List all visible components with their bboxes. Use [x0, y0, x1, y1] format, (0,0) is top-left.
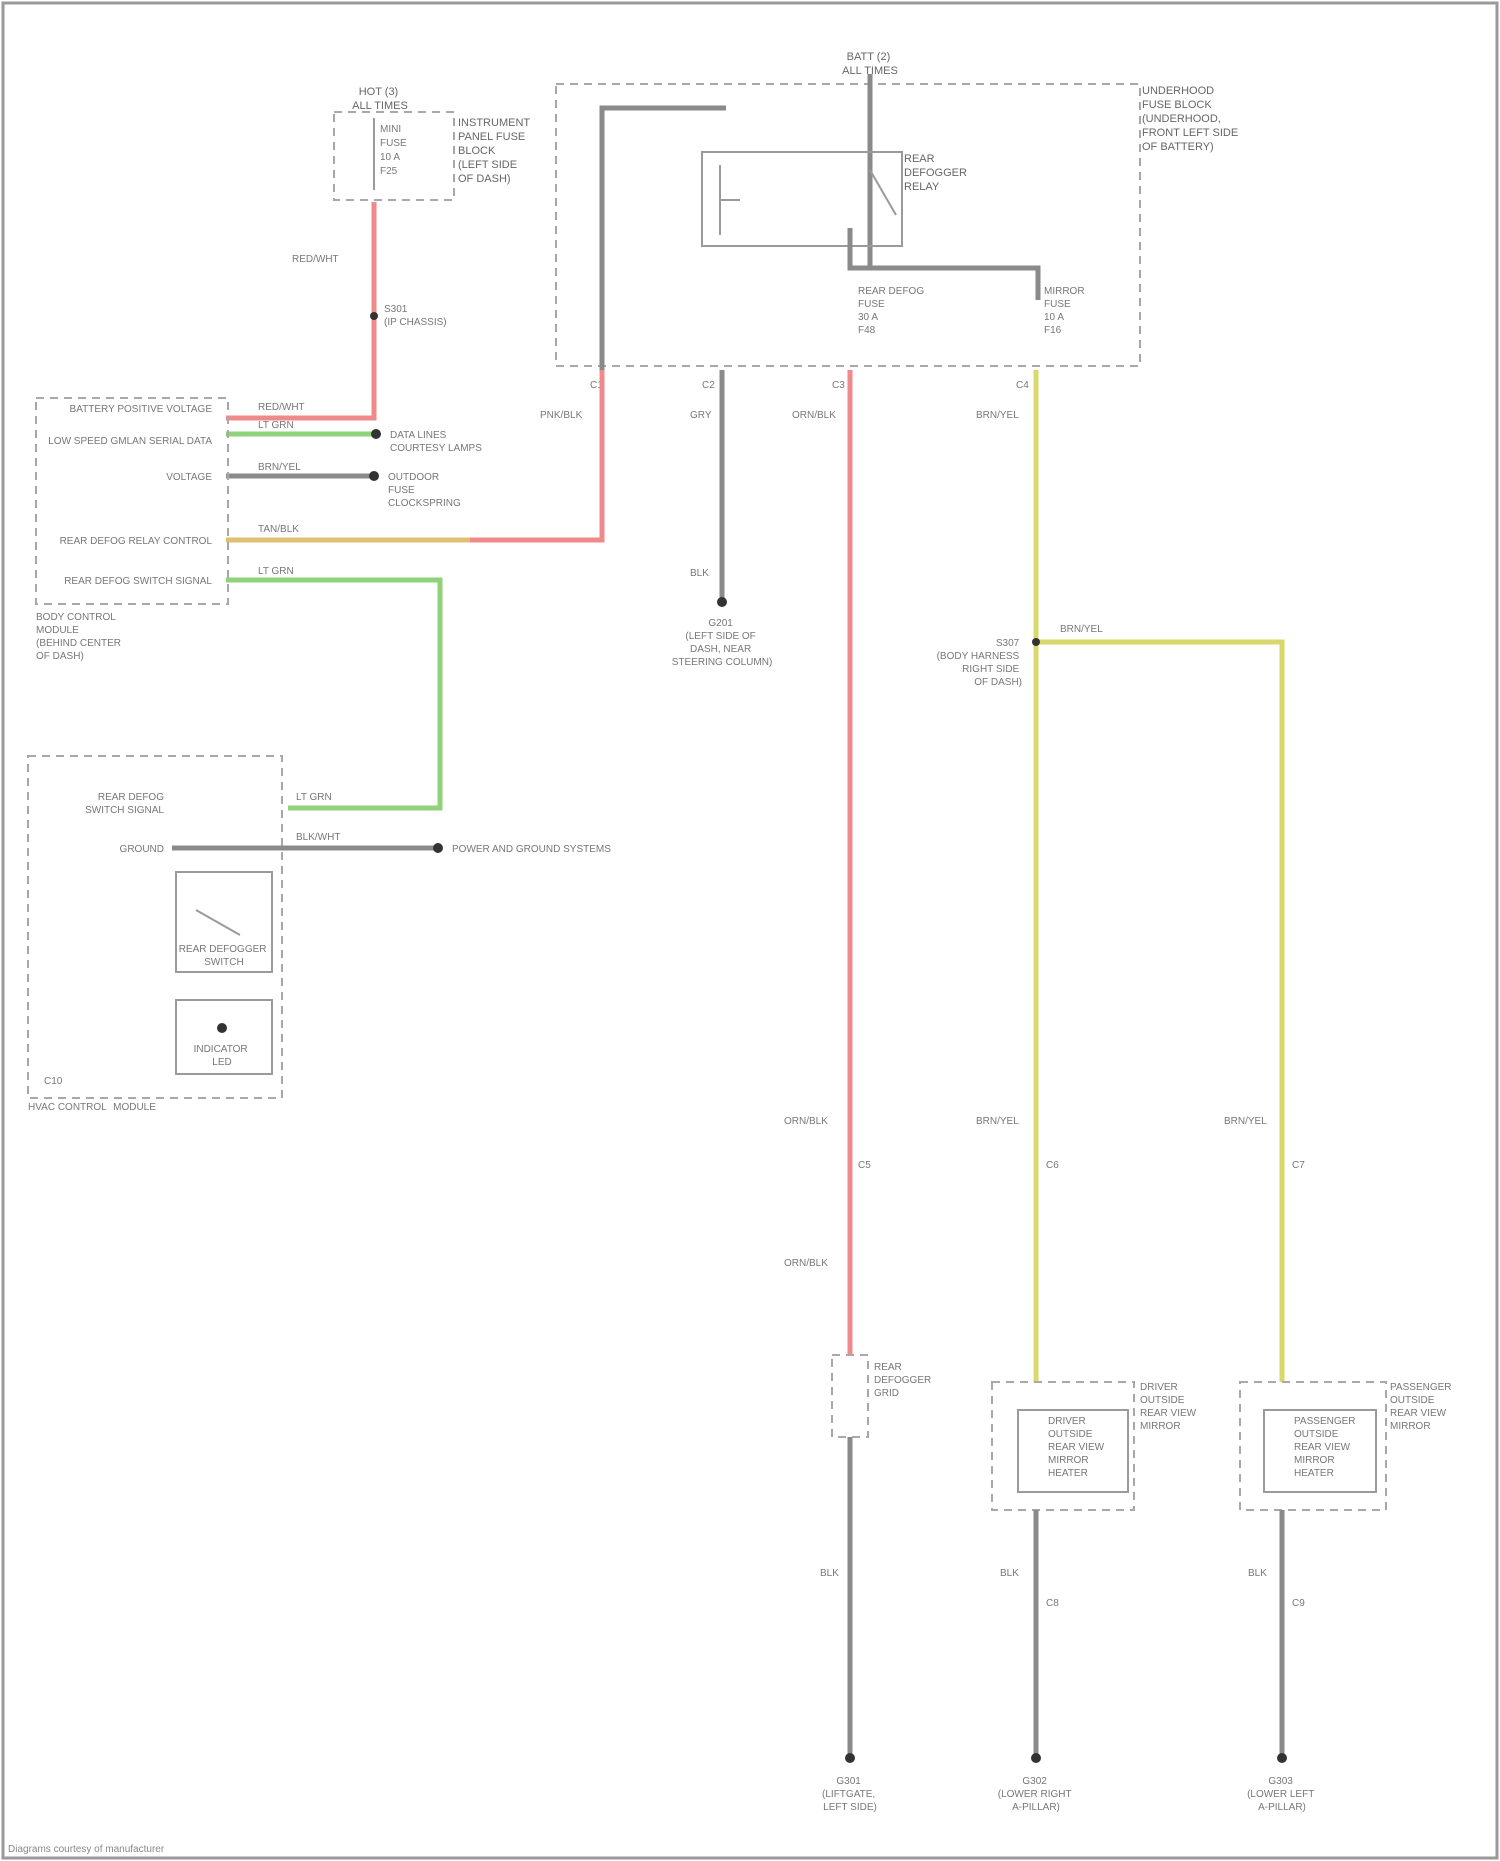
wire-label-blk-g303: BLK: [1248, 1568, 1267, 1579]
bcm-pin-1: BATTERY POSITIVE VOLTAGE: [70, 404, 213, 415]
wire-label-hvac-1: LT GRN: [296, 792, 332, 803]
wire-bcm-switch: [226, 580, 440, 808]
wire-label-bcm-relay: TAN/BLK: [258, 524, 299, 535]
connector-c9: C9: [1292, 1598, 1305, 1609]
wire-label-brn-2: BRN/YEL: [1060, 624, 1103, 635]
bcm-ref-lamps: COURTESY LAMPS: [390, 443, 482, 454]
hvac-pin-1: REAR DEFOG: [98, 792, 164, 803]
bcm-ref-data: DATA LINES: [390, 430, 447, 441]
splice-s307: S307 (BODY HARNESS RIGHT SIDE OF DASH): [937, 638, 1022, 688]
ground-g301: G301 (LIFTGATE, LEFT SIDE): [822, 1776, 878, 1813]
bcm-pin-5: REAR DEFOG SWITCH SIGNAL: [64, 576, 212, 587]
connector-c2: C2: [702, 380, 715, 391]
outdoor-fuse-dot: [369, 471, 379, 481]
hvac-ground-dot: [433, 843, 443, 853]
passenger-heater-label: PASSENGER OUTSIDE REAR VIEW MIRROR HEATE…: [1294, 1416, 1358, 1479]
ground-g201-dot: [717, 597, 727, 607]
splice-s301-dot: [370, 312, 378, 320]
passenger-mirror-label: PASSENGER OUTSIDE REAR VIEW MIRROR: [1390, 1382, 1454, 1432]
connector-c7: C7: [1292, 1160, 1305, 1171]
body-control-module: [36, 398, 228, 604]
indicator-led-icon: [217, 1023, 227, 1033]
bcm-ref-clock: CLOCKSPRING: [388, 498, 461, 509]
switch-contact: [196, 910, 240, 935]
wire-label-blk-g302: BLK: [1000, 1568, 1019, 1579]
bcm-pin-3: VOLTAGE: [166, 472, 212, 483]
wire-label-brn-4: BRN/YEL: [1224, 1116, 1267, 1127]
relay-switch: [870, 170, 896, 215]
diagram-frame: [3, 3, 1497, 1858]
ground-g303: G303 (LOWER LEFT A-PILLAR): [1247, 1776, 1317, 1813]
wire-label-brn-1: BRN/YEL: [976, 410, 1019, 421]
wire-label-hvac-2: BLK/WHT: [296, 832, 340, 843]
rear-defogger-grid: [832, 1355, 868, 1437]
ground-g201: G201 (LEFT SIDE OF DASH, NEAR STEERING C…: [672, 618, 773, 668]
wire-label-bcm-volt: BRN/YEL: [258, 462, 301, 473]
connector-c4: C4: [1016, 380, 1029, 391]
wire-label-bcm-switch: LT GRN: [258, 566, 294, 577]
hvac-pin-3: GROUND: [120, 844, 164, 855]
hvac-ref: POWER AND GROUND SYSTEMS: [452, 844, 611, 855]
ground-g303-dot: [1277, 1753, 1287, 1763]
wire-label-gray-block: PNK/BLK: [540, 410, 583, 421]
ip-fuse-label: INSTRUMENT PANEL FUSE BLOCK (LEFT SIDE O…: [458, 117, 533, 185]
wire-label-orn-3: ORN/BLK: [784, 1258, 828, 1269]
driver-mirror-label: DRIVER OUTSIDE REAR VIEW MIRROR: [1140, 1382, 1199, 1432]
wire-label-s301: RED/WHT: [292, 254, 339, 265]
rear-grid-label: REAR DEFOGGER GRID: [874, 1362, 934, 1399]
wire-fuse-loop: [602, 108, 726, 370]
fuse-mirror-label: MIRROR FUSE 10 A F16: [1044, 286, 1087, 336]
bcm-ref-outdoor: OUTDOOR: [388, 472, 439, 483]
ground-g302-dot: [1031, 1753, 1041, 1763]
power-label-top: BATT (2) ALL TIMES: [842, 51, 898, 77]
data-lines-dot: [371, 429, 381, 439]
bcm-label: BODY CONTROL MODULE (BEHIND CENTER OF DA…: [36, 612, 124, 662]
splice-s301: S301 (IP CHASSIS): [384, 304, 447, 328]
bcm-pin-4: REAR DEFOG RELAY CONTROL: [60, 536, 213, 547]
connector-c5: C5: [858, 1160, 871, 1171]
power-label-left: HOT (3) ALL TIMES: [352, 86, 408, 112]
wire-mirror-branch: [1036, 642, 1282, 1382]
bcm-ref-fuse: FUSE: [388, 485, 415, 496]
connector-c6: C6: [1046, 1160, 1059, 1171]
wire-label-blk-g201: BLK: [690, 568, 709, 579]
hvac-pin-2: SWITCH SIGNAL: [85, 805, 164, 816]
wire-label-orn-1: ORN/BLK: [792, 410, 836, 421]
wire-label-orn-2: ORN/BLK: [784, 1116, 828, 1127]
fuse-rear-label: REAR DEFOG FUSE 30 A F48: [858, 286, 927, 336]
connector-c3: C3: [832, 380, 845, 391]
connector-c10: C10: [44, 1076, 63, 1087]
bcm-pin-2: LOW SPEED GMLAN SERIAL DATA: [48, 436, 212, 447]
driver-heater-label: DRIVER OUTSIDE REAR VIEW MIRROR HEATER: [1048, 1416, 1107, 1479]
hvac-led-label: INDICATOR LED: [194, 1044, 251, 1068]
ground-g302: G302 (LOWER RIGHT A-PILLAR): [998, 1776, 1075, 1813]
relay-label: REAR DEFOGGER RELAY: [904, 153, 970, 193]
splice-s307-dot: [1032, 638, 1040, 646]
fuse-block-label: UNDERHOOD FUSE BLOCK (UNDERHOOD, FRONT L…: [1142, 85, 1241, 153]
ip-fuse-text: MINI FUSE 10 A F25: [380, 124, 409, 177]
wire-relay-ctrl-to-block: [470, 370, 602, 540]
wire-label-gry: GRY: [690, 410, 712, 421]
ground-g301-dot: [845, 1753, 855, 1763]
wire-label-brn-3: BRN/YEL: [976, 1116, 1019, 1127]
wire-label-bcm-data: LT GRN: [258, 420, 294, 431]
underhood-fuse-block: [556, 84, 1140, 366]
wire-label-blk-g301: BLK: [820, 1568, 839, 1579]
diagram-footer: Diagrams courtesy of manufacturer: [8, 1844, 165, 1855]
hvac-switch-label: REAR DEFOGGER SWITCH: [179, 944, 270, 968]
connector-c8: C8: [1046, 1598, 1059, 1609]
hvac-label: HVAC CONTROL MODULE: [28, 1102, 156, 1113]
wire-label-bcm-batt: RED/WHT: [258, 402, 305, 413]
relay-coil: [720, 165, 740, 235]
